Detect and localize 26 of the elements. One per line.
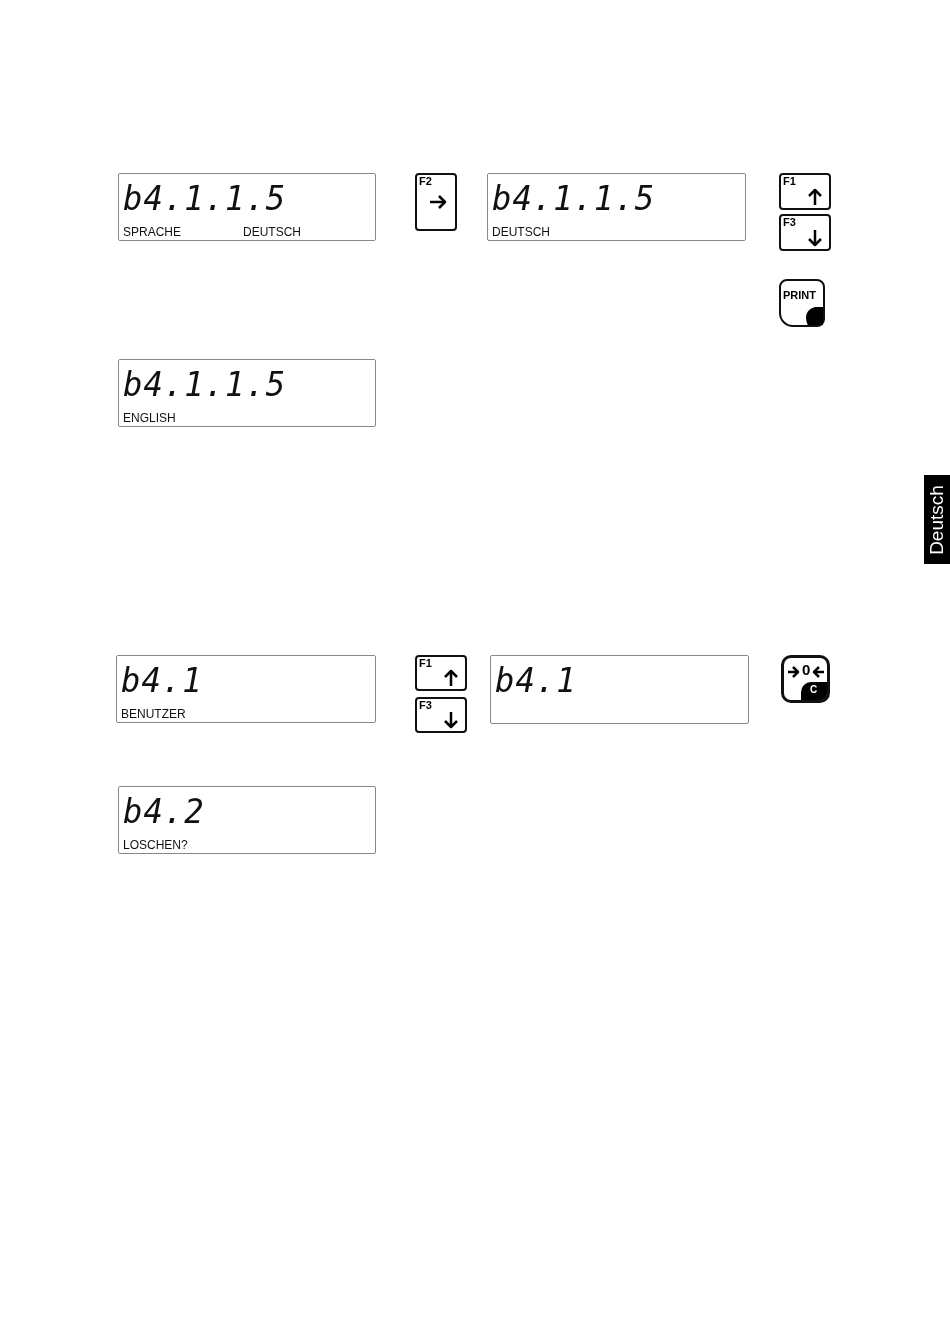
lcd-display — [116, 655, 376, 723]
function-key: F1 — [779, 173, 831, 210]
lcd-display — [118, 786, 376, 854]
display-label: LOSCHEN? — [123, 838, 188, 852]
segment-readout: b4.1.1.5 — [123, 180, 287, 216]
lcd-display — [490, 655, 749, 724]
display-label: SPRACHE — [123, 225, 181, 239]
function-key: F3 — [415, 697, 467, 733]
display-label: BENUTZER — [121, 707, 186, 721]
function-key: F1 — [415, 655, 467, 691]
display-label: DEUTSCH — [243, 225, 301, 239]
side-tab: Deutsch — [924, 475, 950, 564]
function-key: F3 — [779, 214, 831, 251]
function-key: F2 — [415, 173, 457, 231]
segment-readout: b4.2 — [123, 793, 205, 829]
display-label: ENGLISH — [123, 411, 176, 425]
print-key: PRINT — [779, 279, 825, 327]
segment-readout: b4.1 — [495, 662, 577, 698]
zero-key: 0 C — [781, 655, 830, 703]
lcd-display — [487, 173, 746, 241]
display-label: DEUTSCH — [492, 225, 550, 239]
segment-readout: b4.1 — [121, 662, 203, 698]
lcd-display — [118, 173, 376, 241]
lcd-display — [118, 359, 376, 427]
segment-readout: b4.1.1.5 — [492, 180, 656, 216]
segment-readout: b4.1.1.5 — [123, 366, 287, 402]
